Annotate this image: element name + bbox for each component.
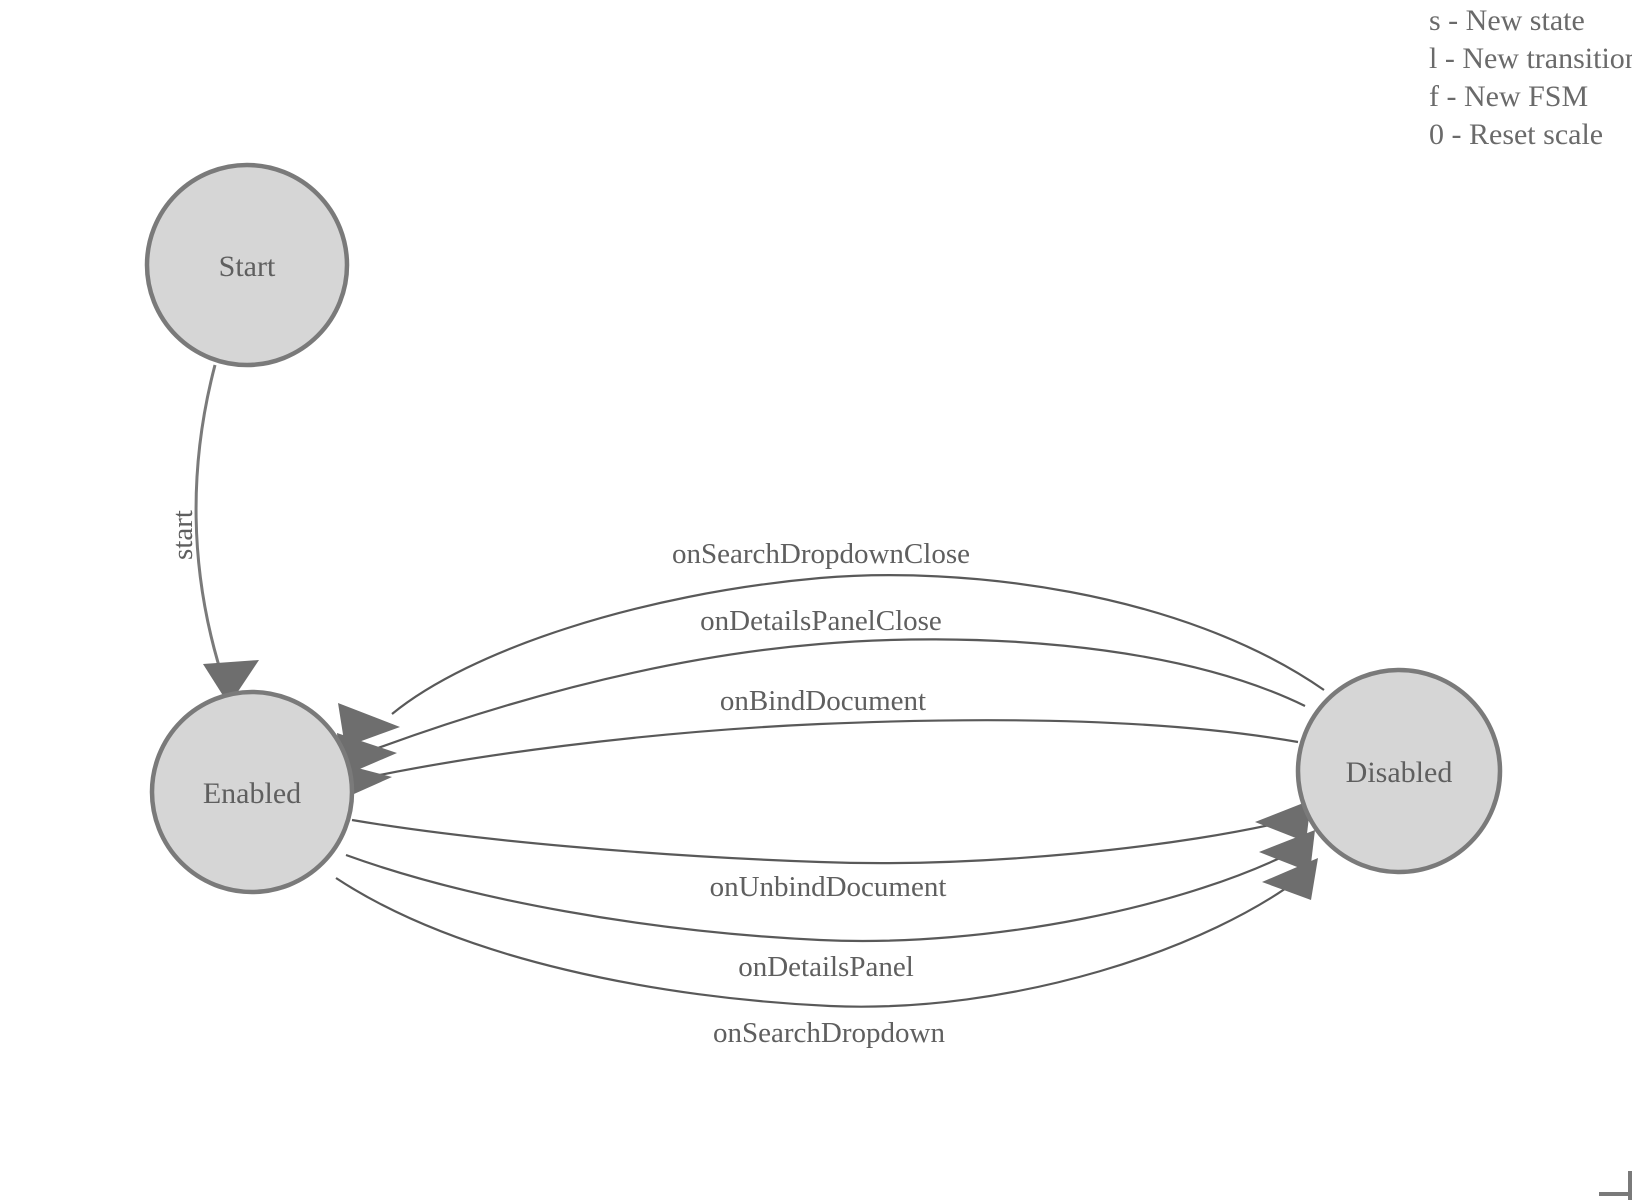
arrowhead-search-dropdown bbox=[1262, 858, 1318, 900]
transition-label-search-dropdown: onSearchDropdown bbox=[713, 1017, 945, 1049]
transition-label-bind-document: onBindDocument bbox=[720, 685, 926, 717]
help-overlay: s - New state l - New transition f - New… bbox=[1429, 0, 1632, 154]
state-node-disabled[interactable]: Disabled bbox=[1295, 667, 1503, 875]
state-circle-start[interactable] bbox=[144, 162, 350, 368]
edge-path-search-dropdown[interactable] bbox=[335, 871, 1309, 1008]
help-line-new-fsm: f - New FSM bbox=[1429, 80, 1589, 113]
arrowhead-details-panel-close bbox=[337, 733, 397, 777]
edge-path-search-dropdown-close[interactable] bbox=[391, 574, 1325, 715]
resize-handle-horizontal-bar bbox=[1599, 1192, 1632, 1196]
arrowhead-unbind-document bbox=[1255, 800, 1311, 842]
edge-path-details-panel[interactable] bbox=[345, 847, 1301, 943]
arrowhead-start bbox=[203, 660, 259, 705]
arrowhead-details-panel bbox=[1259, 830, 1315, 872]
state-node-enabled[interactable]: Enabled bbox=[149, 689, 355, 895]
help-line-new-state: s - New state bbox=[1429, 4, 1585, 37]
resize-handle-vertical-bar bbox=[1628, 1171, 1632, 1200]
transition-label-unbind-document: onUnbindDocument bbox=[710, 871, 947, 903]
edge-path-start[interactable] bbox=[194, 364, 228, 689]
edge-path-bind-document[interactable] bbox=[364, 719, 1299, 780]
edge-path-details-panel-close[interactable] bbox=[377, 638, 1306, 750]
transition-label-details-panel-close: onDetailsPanelClose bbox=[700, 605, 942, 637]
state-label-start: Start bbox=[219, 250, 276, 283]
help-line-reset-scale: 0 - Reset scale bbox=[1429, 118, 1604, 151]
help-line-new-transition: l - New transition bbox=[1429, 42, 1632, 75]
resize-handle[interactable] bbox=[1599, 1171, 1632, 1204]
transition-label-start: start bbox=[167, 510, 199, 560]
state-node-start[interactable]: Start bbox=[144, 162, 350, 368]
state-label-enabled: Enabled bbox=[203, 777, 301, 810]
transition-label-details-panel: onDetailsPanel bbox=[738, 951, 914, 983]
edge-path-unbind-document[interactable] bbox=[351, 816, 1301, 865]
arrowhead-search-dropdown-close bbox=[338, 703, 400, 747]
state-label-disabled: Disabled bbox=[1346, 756, 1453, 789]
state-circle-enabled[interactable] bbox=[149, 689, 355, 895]
state-circle-disabled[interactable] bbox=[1295, 667, 1503, 875]
transition-label-search-dropdown-close: onSearchDropdownClose bbox=[672, 538, 970, 570]
